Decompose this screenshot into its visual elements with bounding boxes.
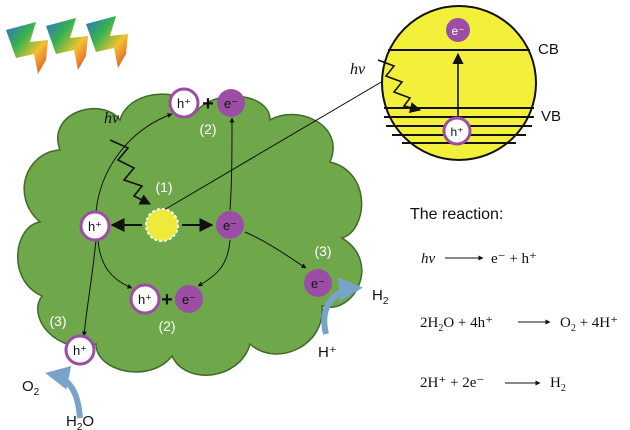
photon-wave [109, 139, 152, 205]
oxidation-flow-arrow [45, 366, 83, 419]
photocatalyst-particle [16, 93, 363, 376]
vb-label: VB [541, 108, 561, 125]
svg-text:h⁺: h⁺ [138, 292, 152, 307]
svg-text:+: + [202, 93, 214, 115]
h2-product-label: H2 [372, 287, 389, 307]
svg-text:e⁻: e⁻ [182, 292, 196, 307]
photon-label: hv [104, 110, 120, 127]
surface-hole-oxidation: (3) h⁺ [49, 313, 96, 366]
excitation-site [145, 208, 179, 242]
reaction-3-left: 2H⁺ + 2e⁻ [420, 375, 484, 391]
reaction-2-right: O2 + 4H⁺ [560, 315, 618, 334]
step-label-3-right: (3) [314, 243, 331, 259]
svg-text:e⁻: e⁻ [311, 276, 325, 291]
recombination-pair-bottom: h⁺ + e⁻ (2) [129, 283, 203, 334]
svg-text:hv: hv [350, 61, 366, 78]
band-structure-inset: e⁻ h⁺ hv CB VB [350, 5, 561, 161]
charge-paths [81, 67, 406, 337]
electron-carrier: e⁻ [216, 211, 244, 239]
hole-carrier: h⁺ [79, 210, 111, 242]
reaction-2-left: 2H2O + 4h⁺ [420, 315, 493, 334]
reaction-3-right: H2 [550, 375, 566, 394]
reaction-title: The reaction: [410, 206, 503, 223]
svg-text:h⁺: h⁺ [177, 96, 191, 111]
h2o-reactant-label: H2O [66, 413, 94, 430]
step-label-1: (1) [155, 179, 172, 195]
svg-text:e⁻: e⁻ [224, 96, 238, 111]
inset-photon-wave [377, 59, 422, 113]
reduction-flow-arrow [321, 277, 363, 335]
svg-text:e⁻: e⁻ [223, 218, 237, 233]
step-label-2-top: (2) [199, 121, 216, 137]
light-source-icons [6, 16, 128, 74]
svg-text:h⁺: h⁺ [88, 219, 102, 234]
step-label-2-bottom: (2) [158, 318, 175, 334]
lightning-bolt-icon [6, 22, 48, 74]
lightning-bolt-icon [86, 16, 128, 68]
surface-electron-reduction: (3) e⁻ [304, 243, 332, 297]
reaction-1-left: hv [421, 251, 436, 267]
h-plus-reactant-label: H⁺ [318, 344, 337, 361]
svg-text:h⁺: h⁺ [73, 343, 87, 358]
step-label-3-left: (3) [49, 313, 66, 329]
svg-text:e⁻: e⁻ [451, 24, 464, 38]
svg-text:h⁺: h⁺ [450, 125, 463, 139]
o2-product-label: O2 [22, 378, 40, 398]
svg-text:+: + [161, 289, 173, 311]
reaction-1-right: e⁻ + h⁺ [491, 251, 537, 267]
recombination-pair-top: h⁺ + e⁻ (2) [168, 87, 245, 137]
reaction-list: The reaction: hv e⁻ + h⁺ 2H2O + 4h⁺ O2 +… [410, 206, 618, 394]
lightning-bolt-icon [46, 18, 88, 70]
cb-label: CB [538, 41, 559, 58]
